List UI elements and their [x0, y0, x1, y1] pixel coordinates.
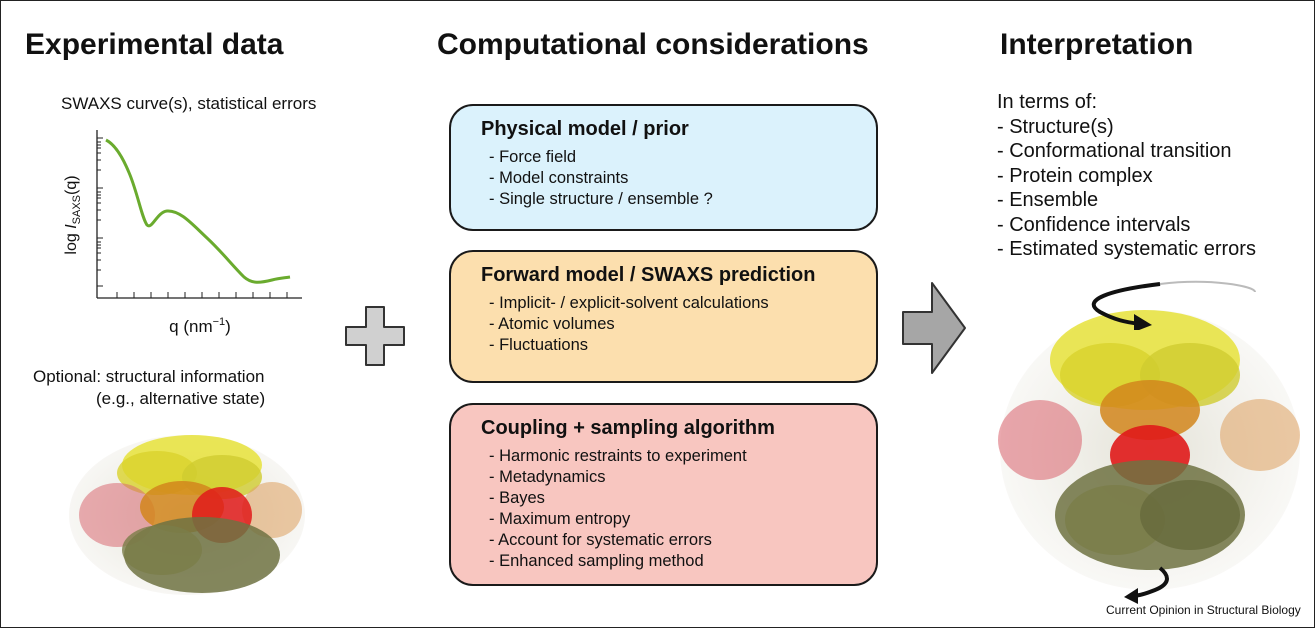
optional-caption-line1: Optional: structural information — [33, 367, 265, 386]
list-item: - Fluctuations — [489, 336, 589, 354]
list-item: - Ensemble — [997, 189, 1099, 211]
plus-icon — [345, 306, 405, 366]
x-axis-label: q (nm−1) — [169, 316, 231, 336]
interpretation-title: Interpretation — [1000, 28, 1194, 61]
list-item: - Harmonic restraints to experiment — [489, 447, 747, 465]
protein-structure-image-alt-state — [69, 435, 305, 595]
forward-model-list: - Implicit- / explicit-solvent calculati… — [481, 293, 876, 356]
x-axis-ticks — [116, 292, 288, 298]
y-axis-label: log ISAXS(q) — [63, 175, 83, 254]
physical-model-title: Physical model / prior — [481, 118, 689, 140]
experimental-data-title: Experimental data — [25, 28, 284, 61]
swaxs-curve — [105, 138, 291, 284]
interpretation-intro: In terms of: — [997, 91, 1098, 113]
list-item: - Atomic volumes — [489, 315, 615, 333]
list-item: - Enhanced sampling method — [489, 552, 704, 570]
list-item: - Estimated systematic errors — [997, 238, 1256, 260]
protein-structure-image-interpretation — [998, 310, 1300, 590]
physical-model-box: Physical model / prior - Force field - M… — [449, 104, 878, 231]
list-item: - Implicit- / explicit-solvent calculati… — [489, 294, 769, 312]
optional-caption-line2: (e.g., alternative state) — [96, 389, 266, 408]
y-axis-ticks — [97, 137, 103, 287]
right-arrow-icon — [902, 282, 966, 374]
list-item: - Single structure / ensemble ? — [489, 190, 713, 208]
rotation-arrow-icon — [1124, 566, 1169, 604]
physical-model-list: - Force field - Model constraints - Sing… — [481, 147, 876, 210]
coupling-sampling-title: Coupling + sampling algorithm — [481, 417, 775, 439]
list-item: - Maximum entropy — [489, 510, 631, 528]
coupling-sampling-box: Coupling + sampling algorithm - Harmonic… — [449, 403, 878, 586]
rotation-arrow-icon — [1091, 280, 1256, 330]
list-item: - Conformational transition — [997, 140, 1232, 162]
coupling-sampling-list: - Harmonic restraints to experiment - Me… — [481, 446, 876, 572]
list-item: - Bayes — [489, 489, 545, 507]
forward-model-title: Forward model / SWAXS prediction — [481, 264, 816, 286]
list-item: - Structure(s) — [997, 115, 1114, 138]
swaxs-curve-caption: SWAXS curve(s), statistical errors — [61, 94, 317, 113]
list-item: - Confidence intervals — [997, 213, 1191, 236]
list-item: - Model constraints — [489, 169, 629, 187]
list-item: - Force field — [489, 148, 577, 166]
interpretation-list: - Structure(s) - Conformational transiti… — [997, 115, 1256, 262]
journal-credit: Current Opinion in Structural Biology — [1106, 603, 1301, 617]
computational-considerations-title: Computational considerations — [437, 28, 869, 61]
interpretation-list-block: In terms of: - Structure(s) - Conformati… — [997, 90, 1256, 262]
forward-model-box: Forward model / SWAXS prediction - Impli… — [449, 250, 878, 383]
list-item: - Account for systematic errors — [489, 531, 712, 549]
swaxs-plot: log ISAXS(q) q (nm−1) — [63, 130, 302, 336]
list-item: - Metadynamics — [489, 468, 606, 486]
list-item: - Protein complex — [997, 164, 1153, 187]
